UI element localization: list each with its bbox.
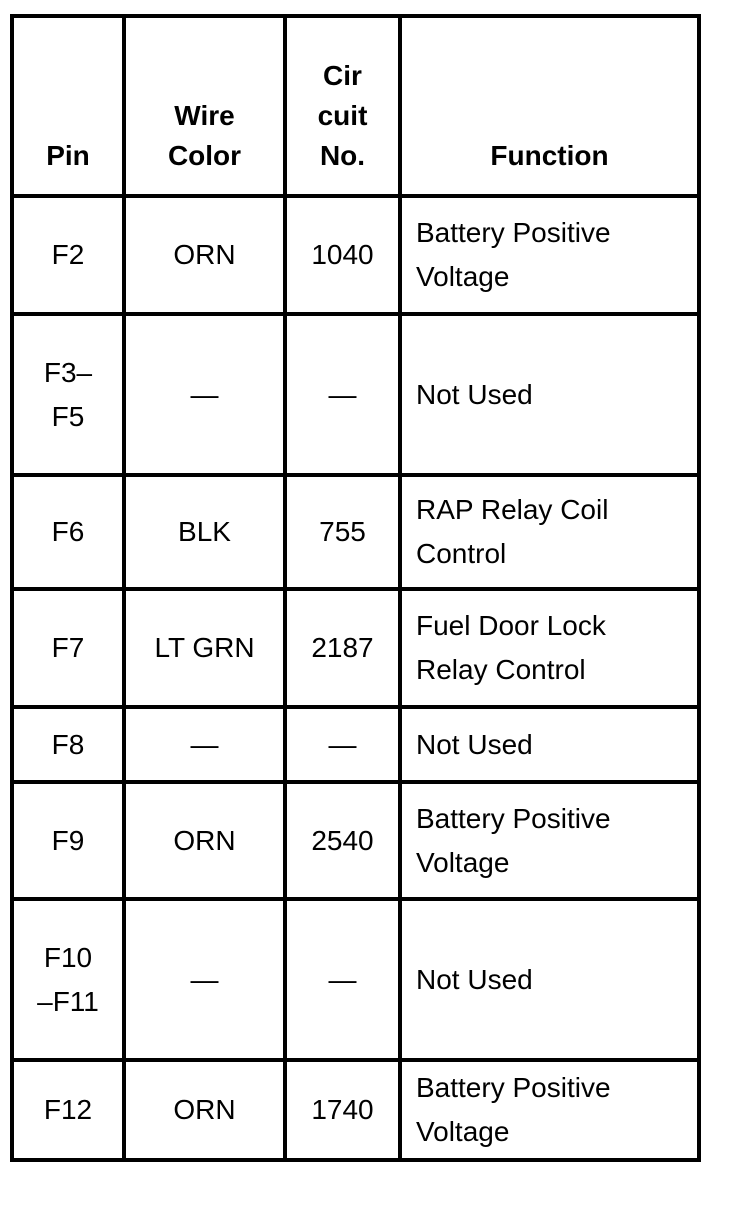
column-header-pin: Pin	[10, 14, 126, 198]
cell-function: Not Used	[398, 705, 701, 784]
function-text: Not Used	[416, 378, 533, 410]
cell-function: Not Used	[398, 897, 701, 1062]
function-text: Battery Positive Voltage	[416, 1072, 611, 1147]
cell-pin: F6	[10, 473, 126, 591]
column-header-function: Function	[398, 14, 701, 198]
table-row: F3–F5——Not Used	[10, 312, 701, 477]
cell-function: Fuel Door Lock Relay Control	[398, 587, 701, 709]
pin-line: F6	[51, 516, 85, 547]
function-text: Battery Positive Voltage	[416, 802, 611, 878]
function-text: RAP Relay Coil Control	[416, 494, 609, 569]
cell-wire-color: —	[122, 705, 287, 784]
cell-pin: F3–F5	[10, 312, 126, 477]
function-text: Not Used	[416, 728, 533, 760]
cell-wire-color: ORN	[122, 1058, 287, 1162]
cell-pin: F12	[10, 1058, 126, 1162]
function-text: Not Used	[416, 963, 533, 995]
pin-line: F9	[51, 824, 85, 856]
cell-circuit-no: —	[283, 897, 402, 1062]
column-header-circuit-no-line: cuit	[317, 100, 368, 131]
cell-circuit-no: —	[283, 705, 402, 784]
cell-pin: F7	[10, 587, 126, 709]
cell-circuit-no: 755	[283, 473, 402, 591]
cell-function: Battery Positive Voltage	[398, 780, 701, 901]
cell-circuit-no: —	[283, 312, 402, 477]
table-row: F8 —— Not Used	[10, 705, 701, 784]
cell-pin: F2	[10, 194, 126, 316]
cell-wire-color: ORN	[122, 194, 287, 316]
cell-circuit-no: 2540	[283, 780, 402, 901]
cell-pin: F8	[10, 705, 126, 784]
cell-wire-color: —	[122, 897, 287, 1062]
function-text: Battery Positive Voltage	[416, 217, 611, 292]
cell-circuit-no: 2187	[283, 587, 402, 709]
cell-wire-color: ORN	[122, 780, 287, 901]
table-row: F10 –F11 —— Not Used	[10, 897, 701, 1062]
function-text: Fuel Door Lock Relay Control	[416, 610, 606, 685]
cell-function: Not Used	[398, 312, 701, 477]
pin-line: F3–	[43, 356, 93, 388]
cell-wire-color: —	[122, 312, 287, 477]
cell-circuit-no: 1040	[283, 194, 402, 316]
cell-wire-color: BLK	[122, 473, 287, 591]
cell-pin: F10 –F11	[10, 897, 126, 1062]
cell-circuit-no: 1740	[283, 1058, 402, 1162]
pin-line: F2	[51, 239, 85, 270]
cell-function: RAP Relay Coil Control	[398, 473, 701, 591]
pin-line: F5	[51, 400, 85, 432]
column-header-function-line: Function	[490, 140, 609, 171]
cell-function: Battery Positive Voltage	[398, 1058, 701, 1162]
column-header-circuit-no-line: No.	[319, 140, 366, 171]
column-header-wire-color-line: Wire	[174, 100, 235, 131]
pin-line: F8	[51, 728, 85, 760]
column-header-circuit-no-line: Cir	[323, 60, 362, 91]
pin-line: –F11	[37, 985, 99, 1017]
cell-pin: F9	[10, 780, 126, 901]
pin-line: F12	[43, 1094, 93, 1125]
pin-line: F7	[51, 632, 85, 663]
column-header-wire-color-line: Color	[167, 140, 242, 171]
pin-line: F10	[43, 941, 93, 973]
cell-wire-color: LT GRN	[122, 587, 287, 709]
column-header-pin-line: Pin	[46, 140, 90, 171]
cell-function: Battery Positive Voltage	[398, 194, 701, 316]
